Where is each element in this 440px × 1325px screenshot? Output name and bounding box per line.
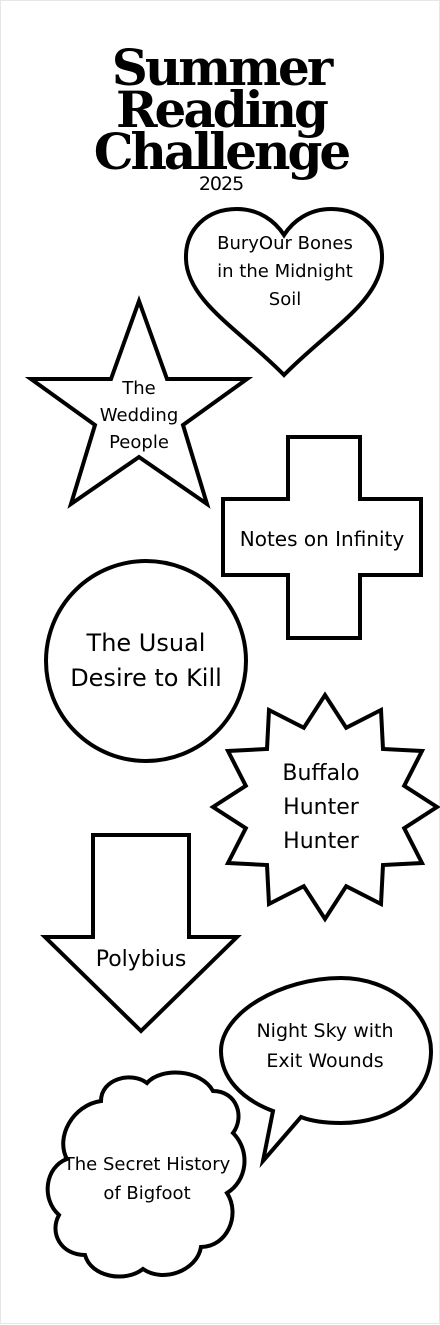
cloud-icon: [45, 1070, 247, 1279]
book-title-star: The Wedding People: [99, 373, 179, 457]
book-title-text: The Secret History of Bigfoot: [63, 1154, 231, 1204]
book-title-text: Buffalo Hunter Hunter: [282, 761, 360, 854]
book-title-cloud: The Secret History of Bigfoot: [57, 1147, 237, 1211]
book-title-text: Notes on Infinity: [239, 527, 405, 551]
book-title-text: Polybius: [95, 947, 187, 972]
book-title-text: The Usual Desire to Kill: [70, 629, 222, 692]
heart-icon: [183, 206, 385, 378]
book-title-plus: Notes on Infinity: [223, 521, 421, 557]
book-title-starburst: Buffalo Hunter Hunter: [263, 756, 379, 860]
title-line-reading: Reading: [115, 80, 329, 139]
book-title-heart: BuryOur Bones in the Midnight Soil: [209, 229, 361, 315]
circle-icon: [44, 559, 248, 763]
arrow-down-icon: [40, 833, 242, 1034]
book-title-speech-bubble: Night Sky with Exit Wounds: [237, 1013, 413, 1079]
page-title: Summer Reading Challenge 2025: [61, 39, 381, 199]
book-title-circle: The Usual Desire to Kill: [56, 621, 236, 701]
title-line-summer: Summer: [111, 38, 333, 97]
book-title-text: The Wedding People: [99, 377, 179, 453]
book-title-arrow: Polybius: [61, 943, 221, 977]
starburst-icon: [209, 691, 440, 923]
speech-bubble-icon: [218, 975, 434, 1169]
year-label: 2025: [198, 173, 244, 195]
title-line-challenge: Challenge: [93, 122, 351, 181]
book-title-text: Night Sky with Exit Wounds: [256, 1020, 394, 1072]
star-icon: [24, 295, 254, 509]
plus-icon: [221, 435, 423, 640]
book-title-text: BuryOur Bones in the Midnight Soil: [217, 233, 353, 310]
